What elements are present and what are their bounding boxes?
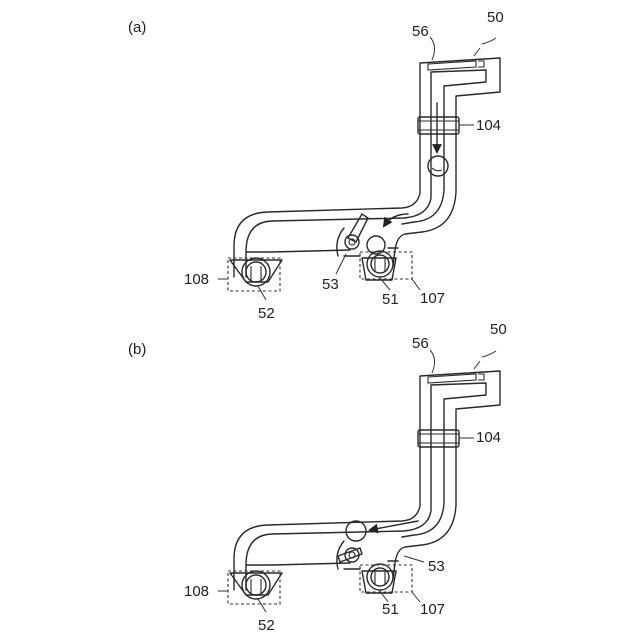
panel-b-ball <box>346 521 366 541</box>
panel-a-label-51: 51 <box>382 291 399 308</box>
panel-b-label-56: 56 <box>412 335 429 352</box>
panel-a-label: (a) <box>128 19 146 36</box>
panel-a-label-53: 53 <box>322 276 339 293</box>
panel-a-label-50: 50 <box>487 9 504 26</box>
panel-a-label-108: 108 <box>184 271 209 288</box>
panel-a-apparatus <box>230 58 500 286</box>
panel-b-label-53: 53 <box>428 558 445 575</box>
panel-b: (b) 50 56 104 53 52 51 108 107 <box>128 321 507 634</box>
panel-b-label-50: 50 <box>490 321 507 338</box>
panel-a: (a) 50 56 104 53 52 51 108 107 <box>128 9 504 322</box>
panel-b-label-108: 108 <box>184 583 209 600</box>
panel-a-label-56: 56 <box>412 23 429 40</box>
panel-b-gate-arm <box>338 548 362 562</box>
panel-a-label-104: 104 <box>476 117 501 134</box>
panel-a-label-107: 107 <box>420 290 445 307</box>
panel-b-label: (b) <box>128 341 146 358</box>
panel-b-apparatus <box>230 371 500 599</box>
panel-a-label-52: 52 <box>258 305 275 322</box>
panel-b-label-51: 51 <box>382 601 399 618</box>
panel-b-label-52: 52 <box>258 617 275 634</box>
panel-b-label-104: 104 <box>476 429 501 446</box>
panel-b-label-107: 107 <box>420 601 445 618</box>
